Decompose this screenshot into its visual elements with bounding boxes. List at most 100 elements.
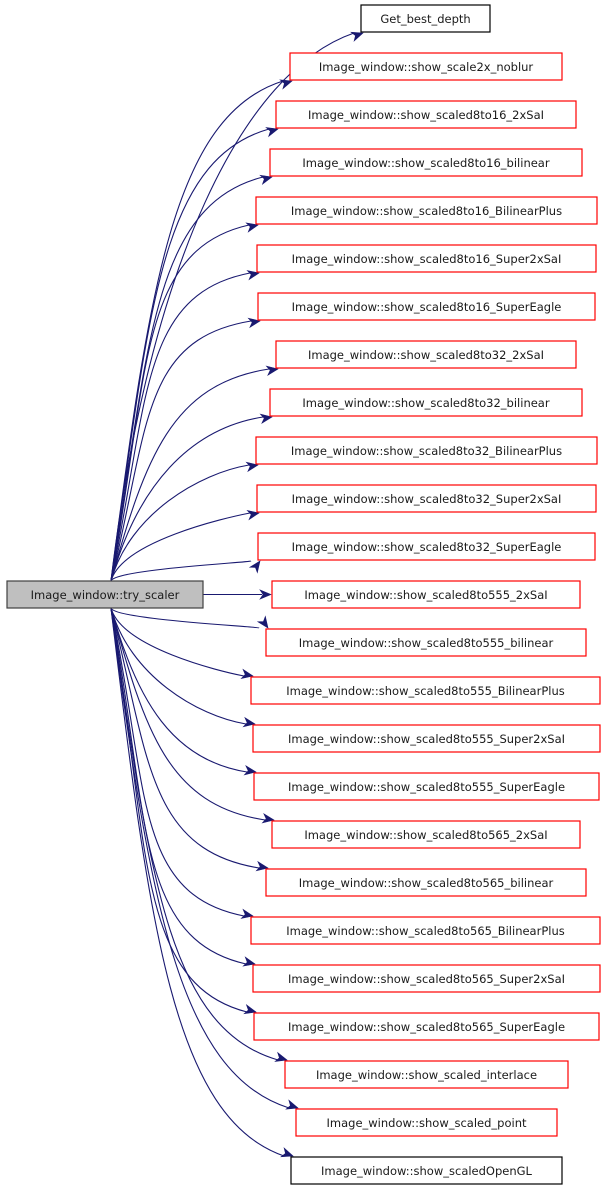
edge-to-image-window-show-scaled-point: [110, 607, 290, 1109]
arrowhead-icon: [274, 1051, 288, 1062]
node-image-window-show-scaled8to16-supereagle[interactable]: Image_window::show_scaled8to16_SuperEagl…: [257, 292, 596, 321]
arrowhead-icon: [285, 1099, 299, 1110]
edge-to-image-window-show-scaled8to32-bilinearplus: [110, 464, 250, 582]
node-label: Image_window::show_scaled8to555_2xSaI: [304, 588, 547, 602]
arrowhead-icon: [265, 365, 279, 376]
node-box: [250, 916, 601, 945]
arrowhead-icon: [279, 79, 293, 90]
node-image-window-show-scaled8to555-super2xsai[interactable]: Image_window::show_scaled8to555_Super2xS…: [252, 724, 601, 753]
edge-to-image-window-show-scaled8to32-supereagle: [110, 560, 252, 582]
arrowhead-icon: [246, 270, 260, 281]
edge-to-image-window-show-scaled8to32-bilinear: [110, 416, 264, 582]
edge-to-image-window-show-scaled8to32-super2xsai: [110, 512, 251, 582]
arrowhead-icon: [248, 560, 261, 574]
node-label: Image_window::show_scaled8to565_2xSaI: [304, 828, 547, 842]
node-label: Get_best_depth: [380, 12, 470, 26]
node-image-window-show-scale2x-noblur[interactable]: Image_window::show_scale2x_noblur: [289, 52, 563, 81]
arrowhead-icon: [245, 222, 259, 233]
node-box: [275, 340, 577, 369]
arrowhead-icon: [265, 127, 279, 138]
node-image-window-show-scaled8to32-super2xsai[interactable]: Image_window::show_scaled8to32_Super2xSa…: [256, 484, 597, 513]
node-box: [295, 1108, 558, 1137]
node-image-window-show-scaled8to565-bilinearplus[interactable]: Image_window::show_scaled8to565_Bilinear…: [250, 916, 601, 945]
node-box: [265, 868, 587, 897]
node-label: Image_window::show_scaled8to565_SuperEag…: [288, 1020, 565, 1034]
arrowhead-icon: [247, 317, 261, 329]
edge-to-image-window-show-scaled8to565-super2xsai: [110, 607, 247, 965]
node-box: [256, 244, 597, 273]
node-label: Image_window::show_scaled8to555_SuperEag…: [288, 780, 565, 794]
node-label: Image_window::show_scaled8to555_bilinear: [299, 636, 554, 650]
node-image-window-show-scaled8to555-bilinear[interactable]: Image_window::show_scaled8to555_bilinear: [265, 628, 587, 657]
node-box: [360, 4, 491, 33]
arrowhead-icon: [246, 510, 260, 521]
node-image-window-show-scaled8to16-2xsai[interactable]: Image_window::show_scaled8to16_2xSaI: [275, 100, 577, 129]
edge-to-image-window-show-scaled8to555-supereagle: [110, 607, 248, 773]
node-label: Image_window::show_scaled8to555_Super2xS…: [288, 732, 565, 746]
node-image-window-show-scaledopengl[interactable]: Image_window::show_scaledOpenGL: [290, 1156, 563, 1185]
arrowhead-icon: [240, 908, 254, 919]
node-box: [289, 52, 563, 81]
node-box: [271, 580, 581, 609]
node-box: [275, 100, 577, 129]
node-box: [269, 388, 583, 417]
node-label: Image_window::show_scaled8to16_Super2xSa…: [292, 252, 562, 266]
edge-to-image-window-show-scaled8to565-bilinear: [110, 607, 260, 869]
node-box: [253, 1012, 600, 1041]
node-get-best-depth[interactable]: Get_best_depth: [360, 4, 491, 33]
node-image-window-show-scaled-interlace[interactable]: Image_window::show_scaled_interlace: [284, 1060, 569, 1089]
edge-to-image-window-show-scaled8to565-bilinearplus: [110, 607, 245, 917]
node-label: Image_window::show_scaled8to555_Bilinear…: [286, 684, 565, 698]
edge-to-image-window-show-scaled8to555-super2xsai: [110, 607, 247, 725]
node-image-window-show-scaled8to555-bilinearplus[interactable]: Image_window::show_scaled8to555_Bilinear…: [250, 676, 601, 705]
node-image-window-show-scaled8to32-2xsai[interactable]: Image_window::show_scaled8to32_2xSaI: [275, 340, 577, 369]
edge-to-image-window-show-scaled8to32-2xsai: [110, 368, 270, 582]
arrowhead-icon: [242, 956, 256, 967]
node-image-window-show-scaled-point[interactable]: Image_window::show_scaled_point: [295, 1108, 558, 1137]
node-image-window-show-scaled8to555-2xsai[interactable]: Image_window::show_scaled8to555_2xSaI: [271, 580, 581, 609]
node-image-window-show-scaled8to565-super2xsai[interactable]: Image_window::show_scaled8to565_Super2xS…: [252, 964, 601, 993]
arrowhead-icon: [256, 615, 269, 629]
node-box: [269, 148, 583, 177]
node-image-window-show-scaled8to555-supereagle[interactable]: Image_window::show_scaled8to555_SuperEag…: [253, 772, 600, 801]
source-node[interactable]: Image_window::try_scaler: [6, 580, 204, 609]
arrowhead-icon: [243, 1003, 257, 1015]
arrowhead-icon: [280, 1147, 294, 1158]
node-box: [252, 724, 601, 753]
node-image-window-show-scaled8to16-bilinearplus[interactable]: Image_window::show_scaled8to16_BilinearP…: [255, 196, 598, 225]
edge-to-image-window-show-scaled8to16-bilinear: [110, 176, 264, 582]
arrowhead-icon: [240, 668, 254, 679]
node-label: Image_window::show_scaled8to16_bilinear: [302, 156, 549, 170]
node-image-window-show-scaled8to565-supereagle[interactable]: Image_window::show_scaled8to565_SuperEag…: [253, 1012, 600, 1041]
node-label: Image_window::show_scaled8to32_SuperEagl…: [292, 540, 562, 554]
node-image-window-show-scaled8to32-bilinearplus[interactable]: Image_window::show_scaled8to32_BilinearP…: [255, 436, 598, 465]
node-image-window-show-scaled8to16-super2xsai[interactable]: Image_window::show_scaled8to16_Super2xSa…: [256, 244, 597, 273]
node-label: Image_window::show_scaled8to32_2xSaI: [308, 348, 544, 362]
arrowhead-icon: [261, 813, 275, 824]
arrowhead-icon: [259, 413, 273, 425]
node-box: [290, 1156, 563, 1185]
node-image-window-show-scaled8to32-supereagle[interactable]: Image_window::show_scaled8to32_SuperEagl…: [257, 532, 596, 561]
arrowhead-icon: [259, 589, 272, 600]
arrowhead-icon: [255, 860, 269, 872]
node-box: [6, 580, 204, 609]
nodes-layer: Get_best_depthImage_window::show_scale2x…: [6, 4, 601, 1185]
edge-to-image-window-show-scaled8to16-supereagle: [110, 320, 252, 582]
node-label: Image_window::show_scaled8to565_Bilinear…: [286, 924, 565, 938]
node-box: [252, 964, 601, 993]
node-box: [255, 436, 598, 465]
node-label: Image_window::show_scaled8to565_Super2xS…: [288, 972, 565, 986]
node-label: Image_window::show_scaled8to32_bilinear: [302, 396, 549, 410]
node-image-window-show-scaled8to32-bilinear[interactable]: Image_window::show_scaled8to32_bilinear: [269, 388, 583, 417]
node-label: Image_window::show_scaledOpenGL: [321, 1164, 533, 1178]
node-image-window-show-scaled8to16-bilinear[interactable]: Image_window::show_scaled8to16_bilinear: [269, 148, 583, 177]
node-image-window-show-scaled8to565-bilinear[interactable]: Image_window::show_scaled8to565_bilinear: [265, 868, 587, 897]
edge-to-image-window-show-scaled8to16-2xsai: [110, 128, 270, 582]
edge-to-image-window-show-scaled-interlace: [110, 607, 279, 1061]
edge-to-image-window-show-scaled8to555-bilinearplus: [110, 607, 245, 677]
node-image-window-show-scaled8to565-2xsai[interactable]: Image_window::show_scaled8to565_2xSaI: [271, 820, 581, 849]
edge-to-image-window-show-scale2x-noblur: [110, 80, 284, 582]
node-box: [253, 772, 600, 801]
arrowhead-icon: [350, 31, 364, 42]
